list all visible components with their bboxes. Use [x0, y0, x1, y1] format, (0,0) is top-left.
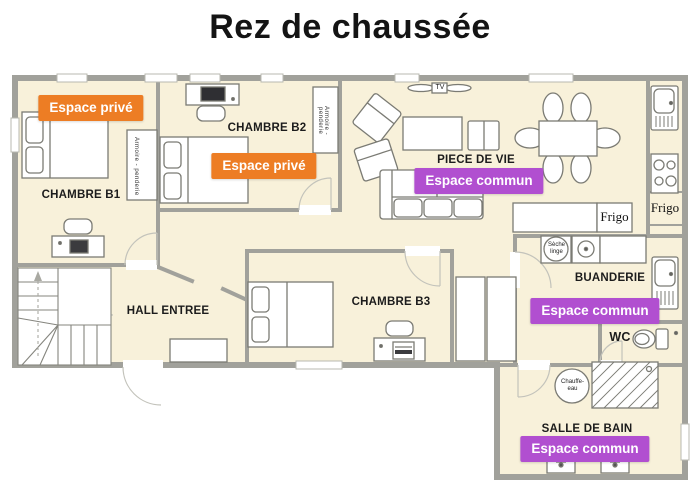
badge-espace-prive-b2: Espace privé [211, 153, 317, 179]
tv-label: TV [435, 84, 445, 91]
fridge-icon [596, 202, 633, 233]
dryer-icon [540, 235, 572, 264]
stove-icon [650, 153, 679, 194]
wardrobe-b1-icon [126, 129, 158, 201]
laundry-sink-icon [651, 256, 679, 310]
washer-icon [571, 235, 601, 264]
page-title: Rez de chaussée [209, 8, 491, 46]
room-label-chambre-b1: CHAMBRE B1 [41, 189, 121, 201]
wardrobe-b2-label: Armoire - penderie [317, 106, 329, 136]
closet-icon [455, 276, 517, 362]
laundry-counter-icon [599, 235, 647, 264]
bed-b1-icon [21, 111, 109, 179]
bed-b2-icon [159, 136, 249, 204]
shower-icon [591, 361, 659, 409]
side-chair-icon [467, 120, 500, 151]
console-table-icon [169, 338, 228, 363]
room-label-wc: WC [609, 330, 631, 344]
fridge-column-label: Frigo [650, 200, 680, 215]
desk-b1-icon [51, 218, 105, 258]
room-label-salle-de-bain: SALLE DE BAIN [541, 423, 633, 435]
dryer-label: Sèche linge [547, 242, 565, 255]
badge-espace-commun-buanderie: Espace commun [530, 298, 660, 324]
room-label-buanderie: BUANDERIE [574, 272, 646, 284]
stairs-icon [17, 267, 112, 366]
room-label-chambre-b3: CHAMBRE B3 [351, 296, 431, 308]
bed-b3-icon [247, 281, 334, 348]
fridge-counter-label: Frigo [600, 209, 629, 224]
entrance-door-icon [122, 366, 162, 406]
water-heater-icon [554, 368, 590, 404]
water-heater-label: Chauffe- eau [561, 379, 584, 392]
coffee-table-icon [402, 116, 463, 151]
kitchen-sink-icon [650, 85, 679, 131]
dining-table-icon [514, 92, 621, 184]
wardrobe-b2-icon [312, 86, 339, 154]
wardrobe-b1-label: Armoire - penderie [133, 136, 139, 196]
badge-espace-commun-piece-de-vie: Espace commun [414, 168, 544, 194]
tv-icon [407, 82, 472, 94]
badge-espace-commun-salle-de-bain: Espace commun [520, 436, 650, 462]
room-label-hall-entree: HALL ENTREE [126, 305, 210, 317]
toilet-icon [632, 328, 679, 350]
armchair-icon [352, 93, 402, 143]
room-label-chambre-b2: CHAMBRE B2 [227, 122, 307, 134]
desk-b3-icon [373, 320, 426, 362]
room-label-piece-de-vie: PIECE DE VIE [437, 154, 515, 166]
desk-b2-icon [185, 83, 240, 122]
windows [10, 73, 690, 461]
kitchen-counter-icon [512, 202, 633, 233]
badge-espace-prive-b1: Espace privé [38, 95, 144, 121]
